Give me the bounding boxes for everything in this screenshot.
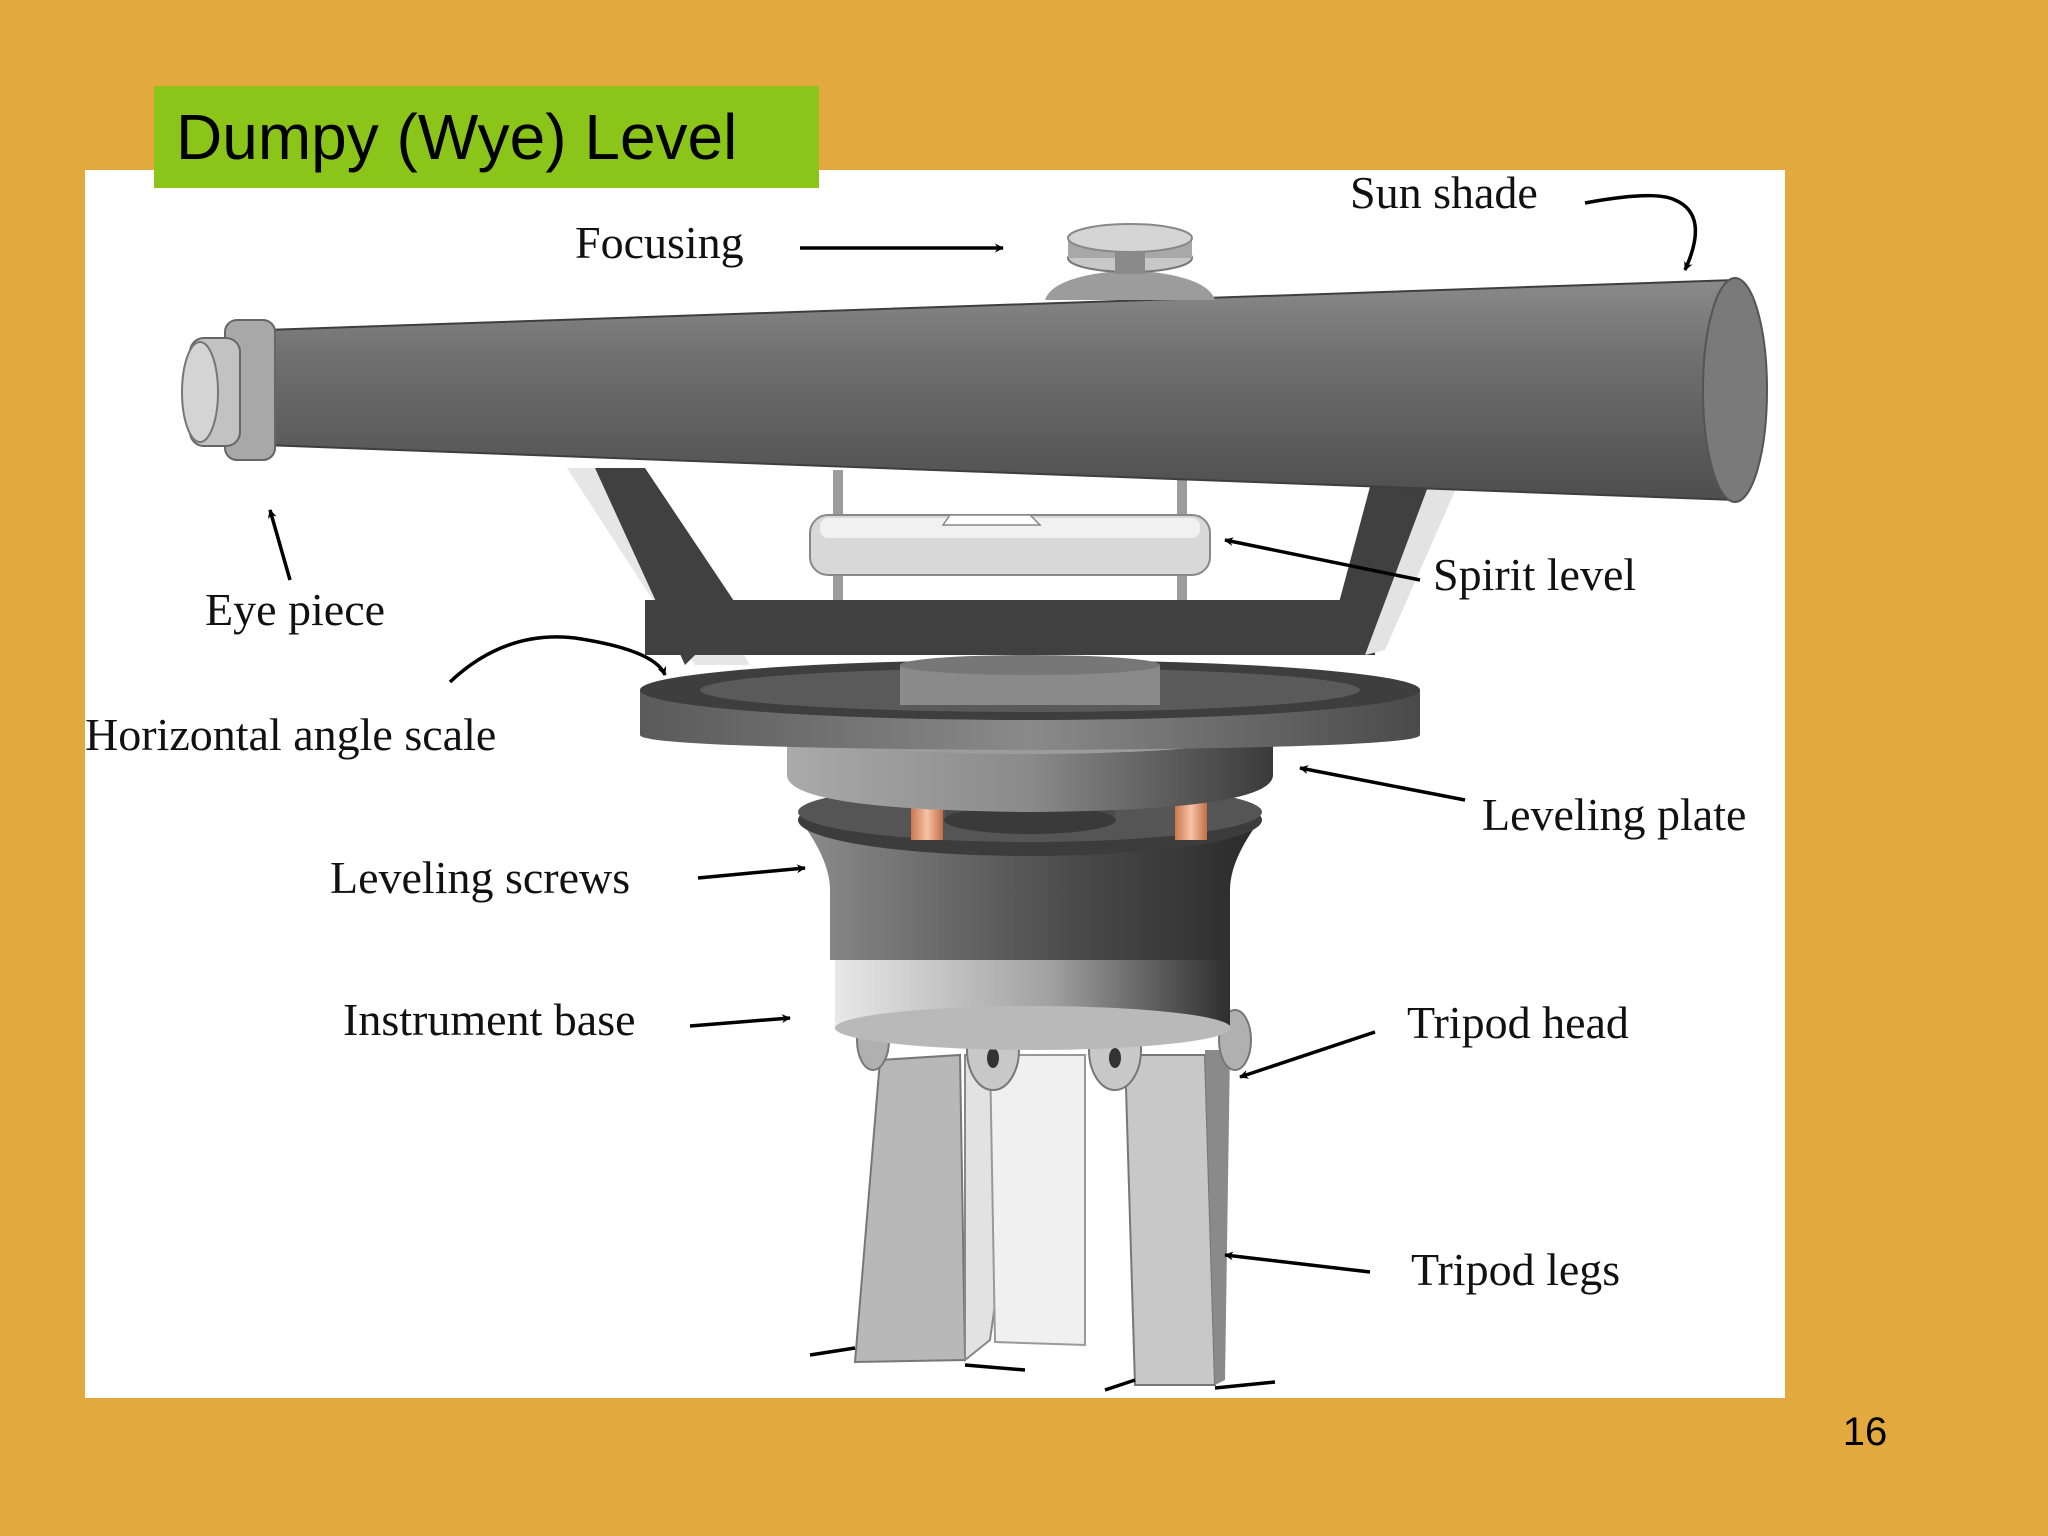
- label-sun-shade: Sun shade: [1350, 170, 1538, 218]
- label-instrument-base: Instrument base: [343, 994, 636, 1045]
- tripod-legs-drawing: [809, 1009, 1276, 1392]
- page-number: 16: [1842, 1410, 1888, 1454]
- horizontal-angle-scale-drawing: [640, 655, 1420, 750]
- label-tripod-legs: Tripod legs: [1411, 1244, 1620, 1295]
- label-spirit-level: Spirit level: [1433, 549, 1636, 600]
- label-leveling-plate: Leveling plate: [1482, 789, 1746, 840]
- callout-arrows: [267, 193, 1698, 1274]
- telescope-support-drawing: [567, 468, 1465, 665]
- label-horizontal-angle-scale: Horizontal angle scale: [85, 709, 496, 760]
- dumpy-level-figure: Sun shade Focusing Eye piece Spirit leve…: [85, 170, 1785, 1398]
- label-tripod-head: Tripod head: [1407, 997, 1629, 1048]
- label-focusing: Focusing: [575, 217, 744, 268]
- slide-title: Dumpy (Wye) Level: [176, 101, 738, 173]
- label-leveling-screws: Leveling screws: [330, 852, 630, 903]
- label-eye-piece: Eye piece: [205, 584, 385, 635]
- slide-title-box: Dumpy (Wye) Level: [154, 86, 819, 188]
- tripod-head-drawing: [835, 950, 1231, 1050]
- telescope-drawing: [181, 223, 1768, 503]
